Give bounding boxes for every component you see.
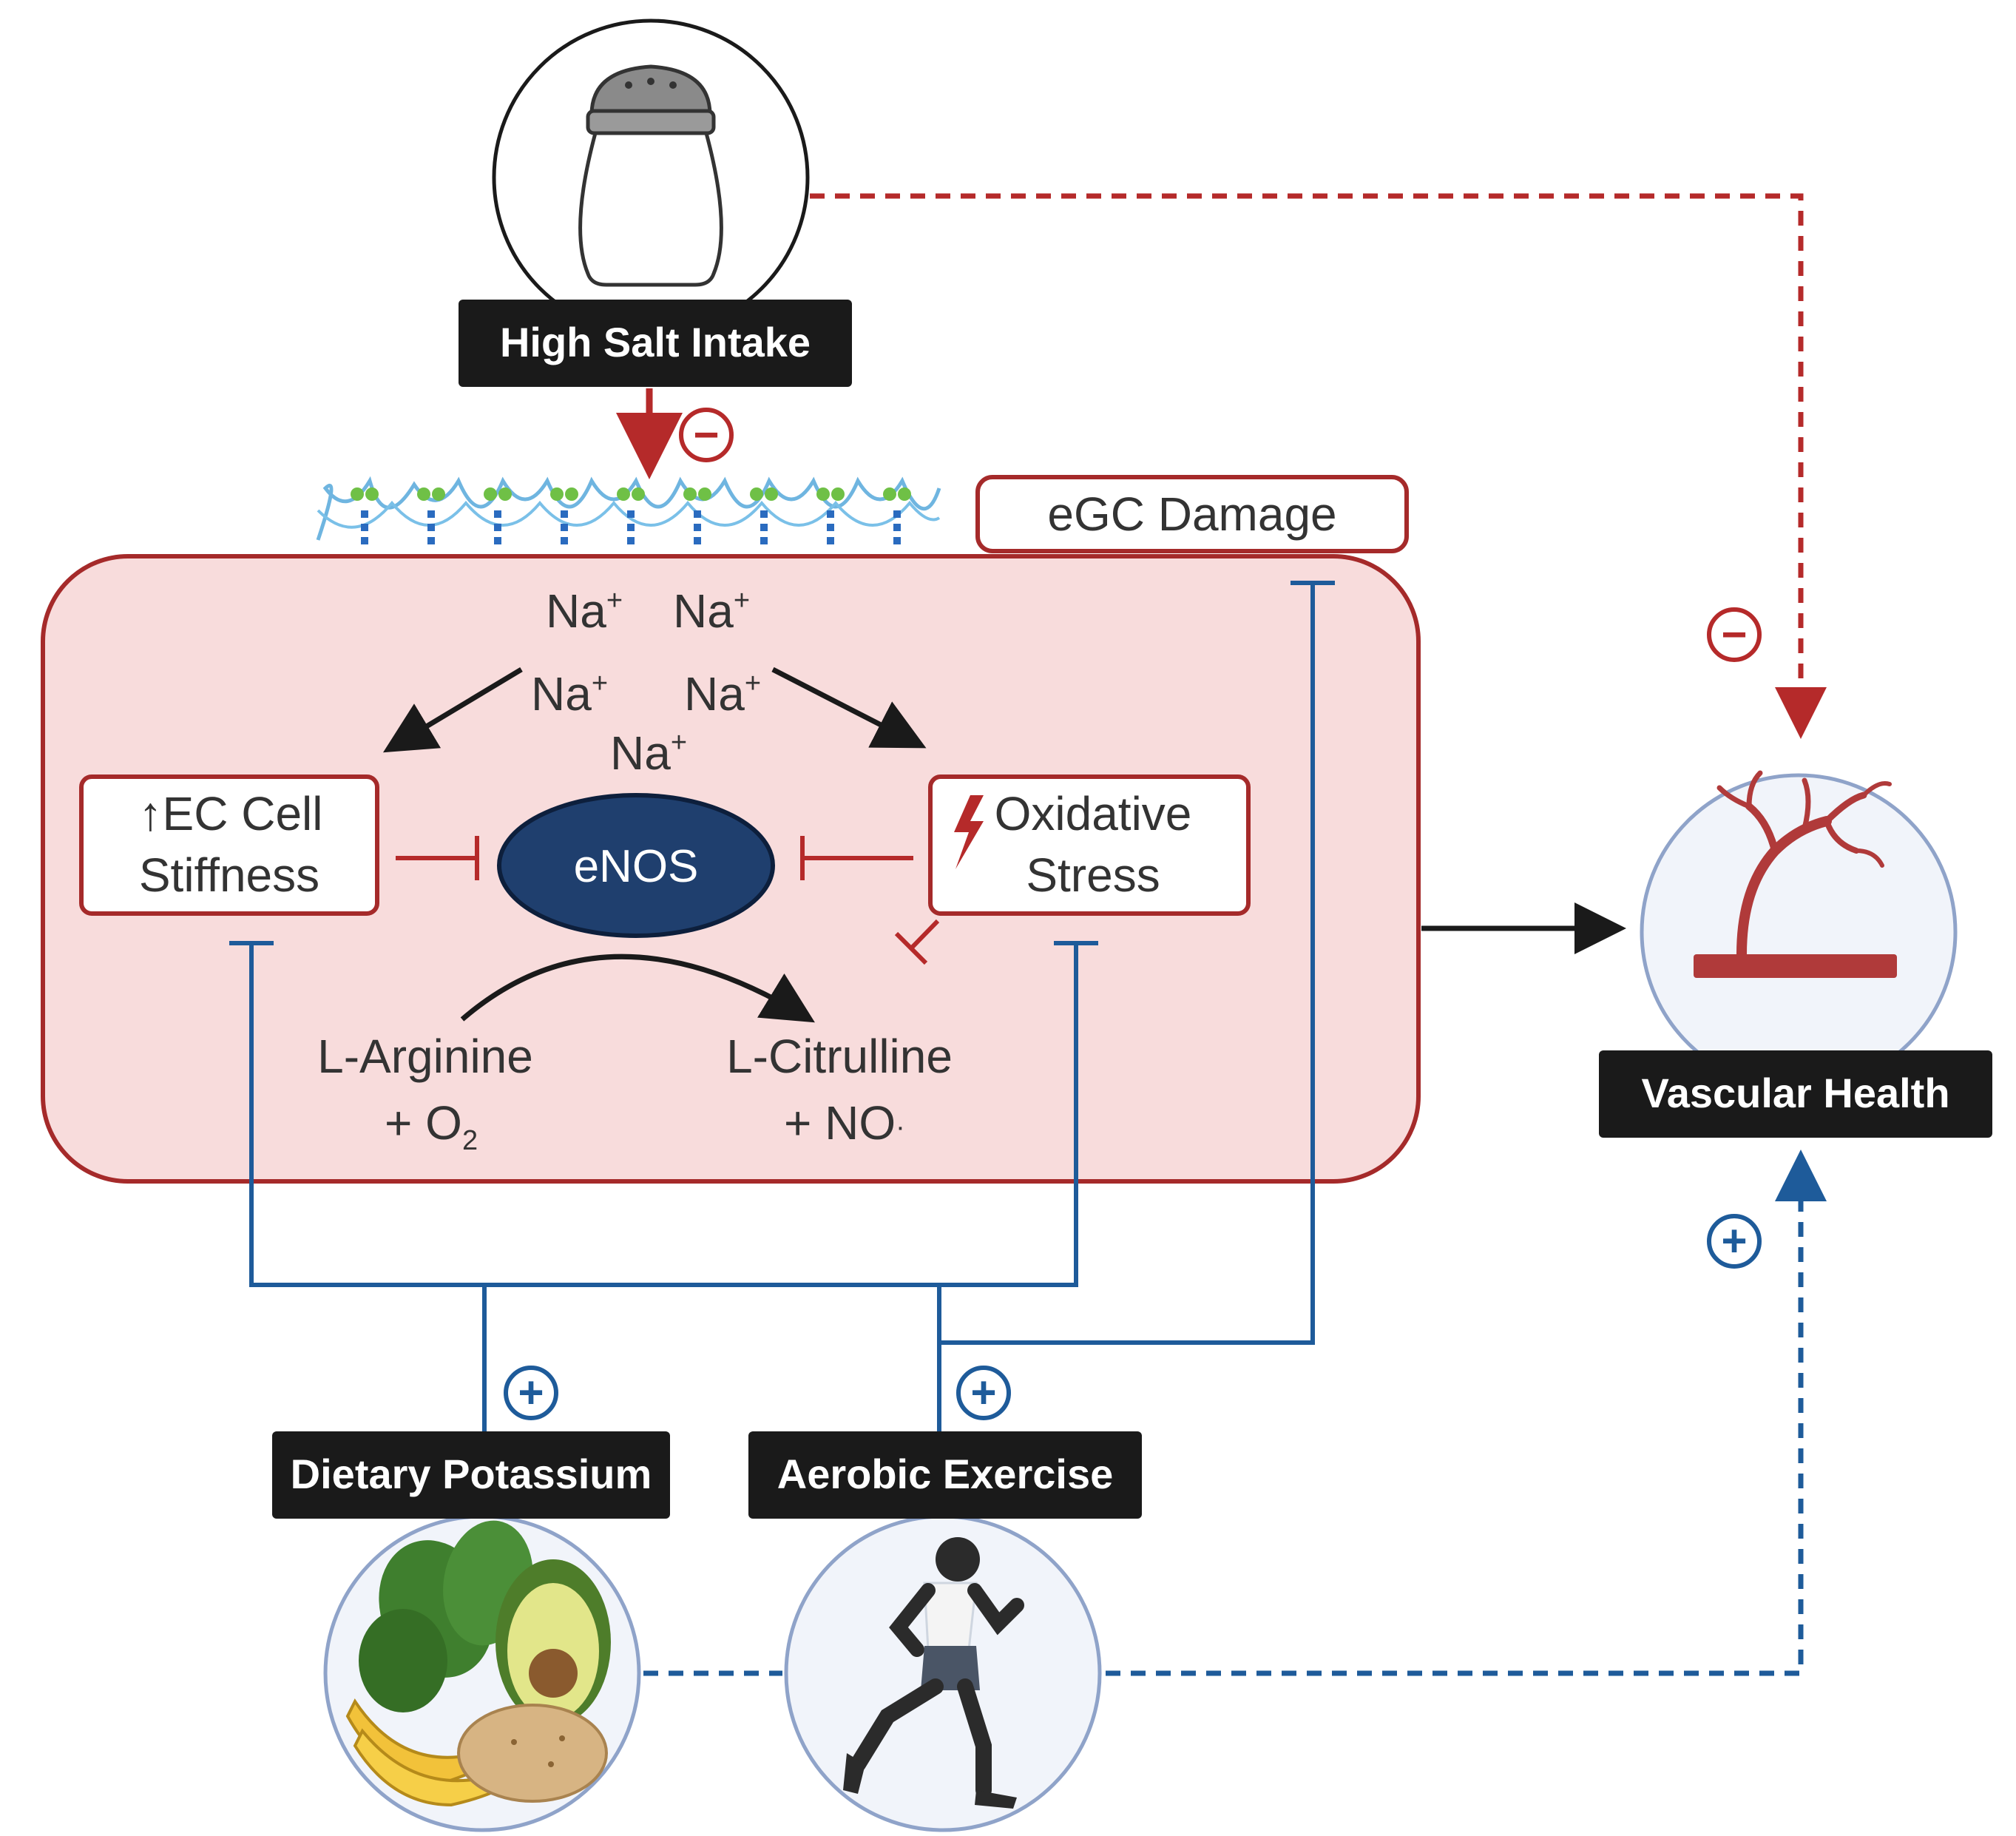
aerobic-exercise-text: Aerobic Exercise (777, 1451, 1113, 1497)
plus-sign-vascular: + (1707, 1214, 1762, 1269)
egc-damage-text: eGC Damage (1047, 487, 1336, 541)
sodium-ion-2: Na (673, 584, 734, 638)
vascular-health-text: Vascular Health (1641, 1070, 1949, 1116)
enos-text: eNOS (574, 841, 699, 892)
sodium-to-stiffness-arrow (382, 666, 523, 753)
plus-sign-potassium: + (504, 1366, 558, 1420)
svg-text:Na+: Na+ (673, 584, 750, 638)
aerobic-exercise-label: Aerobic Exercise (748, 1431, 1142, 1519)
svg-text:Na+: Na+ (684, 667, 761, 720)
oxidative-line2: Stress (1026, 848, 1160, 902)
sodium-ion-3: Na (531, 667, 592, 720)
sodium-to-oxidative-arrow (771, 666, 927, 749)
ec-stiffness-line2: Stiffness (139, 848, 319, 902)
enos-enzyme: eNOS (497, 793, 775, 938)
ec-stiffness-line1: ↑EC Cell (139, 787, 323, 840)
svg-text:−: − (693, 410, 719, 459)
high-salt-intake-label: High Salt Intake (459, 300, 852, 387)
oxidative-inhibits-no (894, 919, 940, 965)
salt-to-vascular-dashed-arrow (810, 193, 1827, 739)
svg-text:Na+: Na+ (546, 584, 623, 638)
sodium-ion-5: Na (610, 726, 671, 780)
svg-text:Na+: Na+ (610, 726, 687, 780)
potassium-circle (323, 1514, 641, 1832)
egc-damage-box: eGC Damage (975, 475, 1409, 553)
dietary-potassium-label: Dietary Potassium (272, 1431, 670, 1519)
vascular-circle (1640, 770, 1958, 1091)
plus-no-text: + NO· (784, 1096, 905, 1150)
sodium-ion-4: Na (684, 667, 745, 720)
ec-stiffness-box: ↑EC Cell Stiffness (79, 774, 379, 916)
arginine-to-citrulline-arrow (460, 954, 815, 1023)
l-arginine-text: L-Arginine (317, 1030, 533, 1083)
minus-sign-vascular: − (1707, 607, 1762, 662)
salt-circle (492, 18, 810, 337)
vascular-health-label: Vascular Health (1599, 1050, 1992, 1138)
salt-shaker-icon (578, 64, 723, 287)
plus-o2-text: + O2 (385, 1096, 478, 1156)
blue-inhibition-lines (229, 581, 1335, 1431)
high-salt-intake-text: High Salt Intake (500, 319, 811, 365)
svg-text:+: + (970, 1368, 996, 1417)
sodium-ions: Na+ Na+ Na+ Na+ Na+ (531, 584, 761, 780)
plus-sign-exercise: + (956, 1366, 1011, 1420)
l-citrulline-text: L-Citrulline (726, 1030, 953, 1083)
exercise-circle (784, 1514, 1102, 1832)
svg-text:−: − (1721, 610, 1747, 659)
oxidative-inhibits-enos (800, 836, 913, 880)
blood-vessel-icon (1694, 770, 1897, 978)
glycocalyx-icon (316, 476, 941, 544)
stiffness-inhibits-enos (396, 836, 479, 880)
svg-text:+: + (518, 1368, 544, 1417)
svg-text:Na+: Na+ (531, 667, 608, 720)
oxidative-line1: Oxidative (995, 787, 1192, 840)
oxidative-stress-box: Oxidative Stress (928, 774, 1251, 916)
minus-sign-salt: − (679, 408, 734, 462)
sodium-ion-1: Na (546, 584, 606, 638)
svg-text:+: + (1721, 1216, 1747, 1266)
lightning-icon (954, 795, 984, 869)
vegetables-icon (345, 1520, 611, 1807)
dietary-potassium-text: Dietary Potassium (291, 1451, 652, 1497)
runner-icon (843, 1537, 1024, 1809)
blue-dashed-to-vascular (643, 1150, 1827, 1676)
